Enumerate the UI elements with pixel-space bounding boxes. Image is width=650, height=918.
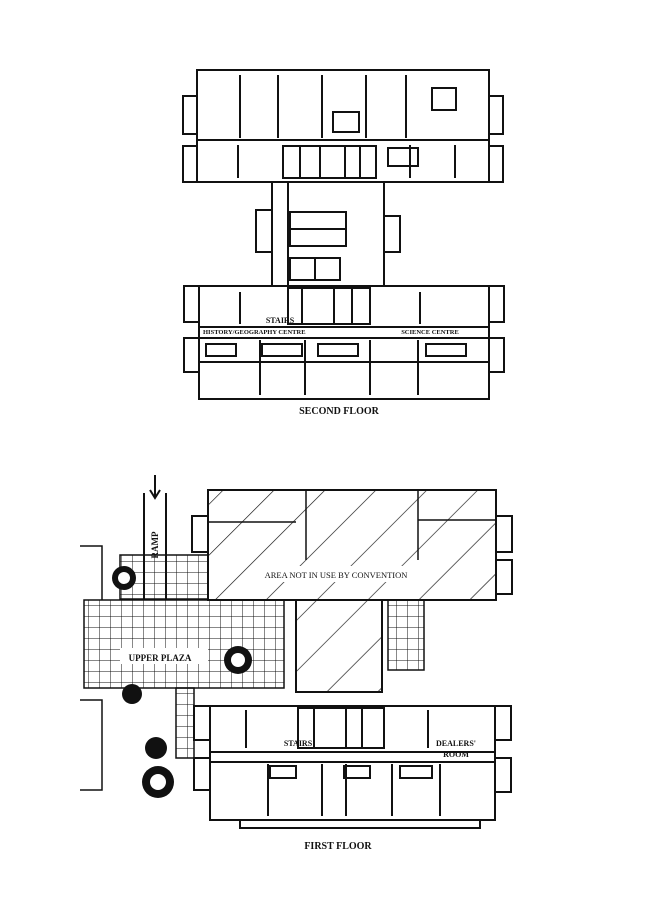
history-geography-centre-label: HISTORY/GEOGRAPHY CENTRE xyxy=(203,329,306,336)
first-floor-north-bays xyxy=(191,515,513,595)
second-floor-plan: STAIRS HISTORY/GEOGRAPHY CENTRE SCIENCE … xyxy=(182,69,505,417)
second-floor-south-wing xyxy=(183,285,505,400)
dealers-room-label-line1: DEALERS' xyxy=(436,739,476,748)
site-boundary xyxy=(80,545,103,791)
second-floor-caption: SECOND FLOOR xyxy=(299,406,380,417)
science-centre-label: SCIENCE CENTRE xyxy=(401,329,459,336)
first-floor-south-wing xyxy=(193,705,512,829)
first-floor-caption: FIRST FLOOR xyxy=(304,841,372,852)
upper-plaza xyxy=(83,554,425,759)
upper-plaza-label: UPPER PLAZA xyxy=(129,653,192,663)
landscape-trees xyxy=(112,566,252,798)
tree-icon xyxy=(122,684,142,704)
ramp-label: RAMP xyxy=(150,531,160,558)
second-floor-stairs-label: STAIRS xyxy=(266,316,295,325)
second-floor-central-spine xyxy=(255,181,401,287)
second-floor-north-wing xyxy=(182,69,504,183)
area-not-in-use-label: AREA NOT IN USE BY CONVENTION xyxy=(265,570,408,580)
area-not-in-use xyxy=(207,489,497,693)
first-floor-plan: RAMP UPPER PLAZA xyxy=(80,475,513,852)
first-floor-stairs-label: STAIRS xyxy=(284,739,313,748)
tree-icon xyxy=(145,737,167,759)
dealers-room-label-line2: ROOM xyxy=(443,750,469,759)
